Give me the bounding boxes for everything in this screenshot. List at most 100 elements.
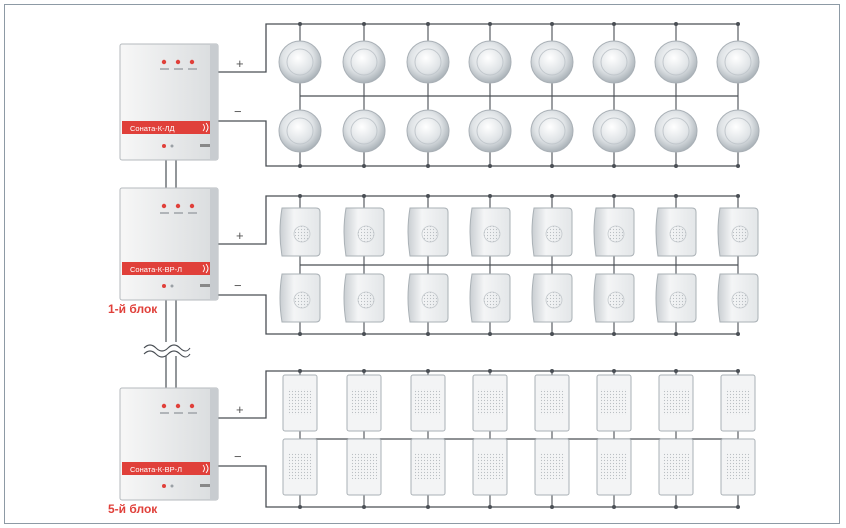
wire-junction	[550, 194, 554, 198]
plus-sign: +	[236, 228, 244, 243]
control-unit-body	[119, 43, 219, 161]
indicator-led	[161, 59, 167, 65]
indicator-caption	[174, 68, 183, 70]
wire-junction	[362, 332, 366, 336]
ceiling-speaker	[342, 40, 386, 84]
speaker-grille	[669, 225, 687, 243]
wire-junction	[362, 194, 366, 198]
wire-junction	[550, 369, 554, 373]
control-unit-side	[210, 188, 218, 300]
speaker-grille	[724, 48, 752, 76]
unit-model-name: Соната-К-ВР-Л	[130, 265, 182, 274]
wire-junction	[488, 369, 492, 373]
ceiling-speaker	[592, 109, 636, 153]
speaker-grille	[286, 48, 314, 76]
speaker-grille	[476, 117, 504, 145]
speaker-grille	[601, 389, 627, 415]
block-label: 1-й блок	[108, 302, 158, 316]
ceiling-speaker	[716, 109, 760, 153]
speaker-grille	[725, 453, 751, 479]
ceiling-speaker	[654, 40, 698, 84]
wire-junction	[298, 505, 302, 509]
speaker-grille	[483, 225, 501, 243]
speaker-grille	[662, 117, 690, 145]
control-unit-body	[119, 387, 219, 501]
speaker-grille	[725, 389, 751, 415]
ceiling-speaker	[654, 109, 698, 153]
power-led	[162, 284, 166, 288]
break-mark	[143, 350, 191, 358]
speaker-grille	[293, 225, 311, 243]
ceiling-speaker	[530, 40, 574, 84]
speaker-grille	[476, 48, 504, 76]
wire-plus	[218, 195, 738, 245]
speaker-grille	[600, 117, 628, 145]
indicator-caption	[174, 412, 183, 414]
brand-logo	[200, 144, 210, 147]
speaker-grille	[414, 117, 442, 145]
speaker-grille	[357, 225, 375, 243]
break-mask	[140, 342, 190, 356]
speaker-grille	[731, 291, 749, 309]
diagram-frame	[4, 4, 840, 524]
wire-minus	[218, 465, 738, 508]
wire-junction	[674, 22, 678, 26]
speaker-grille	[350, 48, 378, 76]
wire-junction	[550, 164, 554, 168]
wire-minus	[218, 120, 738, 167]
wire-junction	[298, 332, 302, 336]
wire-junction	[488, 164, 492, 168]
wire-junction	[426, 22, 430, 26]
block-label: 5-й блок	[108, 502, 158, 516]
wire-junction	[362, 369, 366, 373]
wire-junction	[488, 505, 492, 509]
plus-sign: +	[236, 56, 244, 71]
indicator-caption	[174, 212, 183, 214]
speaker-grille	[286, 117, 314, 145]
speaker-grille	[293, 291, 311, 309]
break-mark	[143, 344, 191, 352]
speaker-grille	[538, 117, 566, 145]
indicator-caption	[188, 412, 197, 414]
wire-junction	[612, 164, 616, 168]
control-unit-side	[210, 388, 218, 500]
speaker-grille	[601, 453, 627, 479]
ceiling-speaker	[342, 109, 386, 153]
ceiling-speaker	[278, 40, 322, 84]
unit-model-name: Соната-К-ВР-Л	[130, 465, 182, 474]
wire-plus	[218, 23, 738, 73]
wire-junction	[426, 164, 430, 168]
wire-junction	[736, 194, 740, 198]
speaker-grille	[414, 48, 442, 76]
ceiling-speaker	[406, 109, 450, 153]
wire-junction	[674, 194, 678, 198]
speaker-grille	[663, 453, 689, 479]
wire-junction	[736, 505, 740, 509]
speaker-grille	[545, 291, 563, 309]
wire-junction	[426, 505, 430, 509]
indicator-led	[175, 403, 181, 409]
indicator-caption	[160, 412, 169, 414]
speaker-grille	[662, 48, 690, 76]
speaker-grille	[351, 389, 377, 415]
speaker-grille	[607, 225, 625, 243]
indicator-led	[189, 403, 195, 409]
ceiling-speaker	[468, 109, 512, 153]
wire-junction	[298, 194, 302, 198]
wire-junction	[362, 164, 366, 168]
wire-junction	[674, 369, 678, 373]
indicator-caption	[160, 68, 169, 70]
wire-junction	[674, 332, 678, 336]
wire-junction	[612, 194, 616, 198]
indicator-caption	[160, 212, 169, 214]
indicator-led	[189, 203, 195, 209]
speakers	[278, 40, 760, 496]
speaker-grille	[483, 291, 501, 309]
speaker-grille	[421, 225, 439, 243]
ceiling-speaker	[278, 109, 322, 153]
speaker-grille	[287, 389, 313, 415]
wire-junction	[674, 505, 678, 509]
speaker-grille	[477, 453, 503, 479]
speaker-grille	[350, 117, 378, 145]
